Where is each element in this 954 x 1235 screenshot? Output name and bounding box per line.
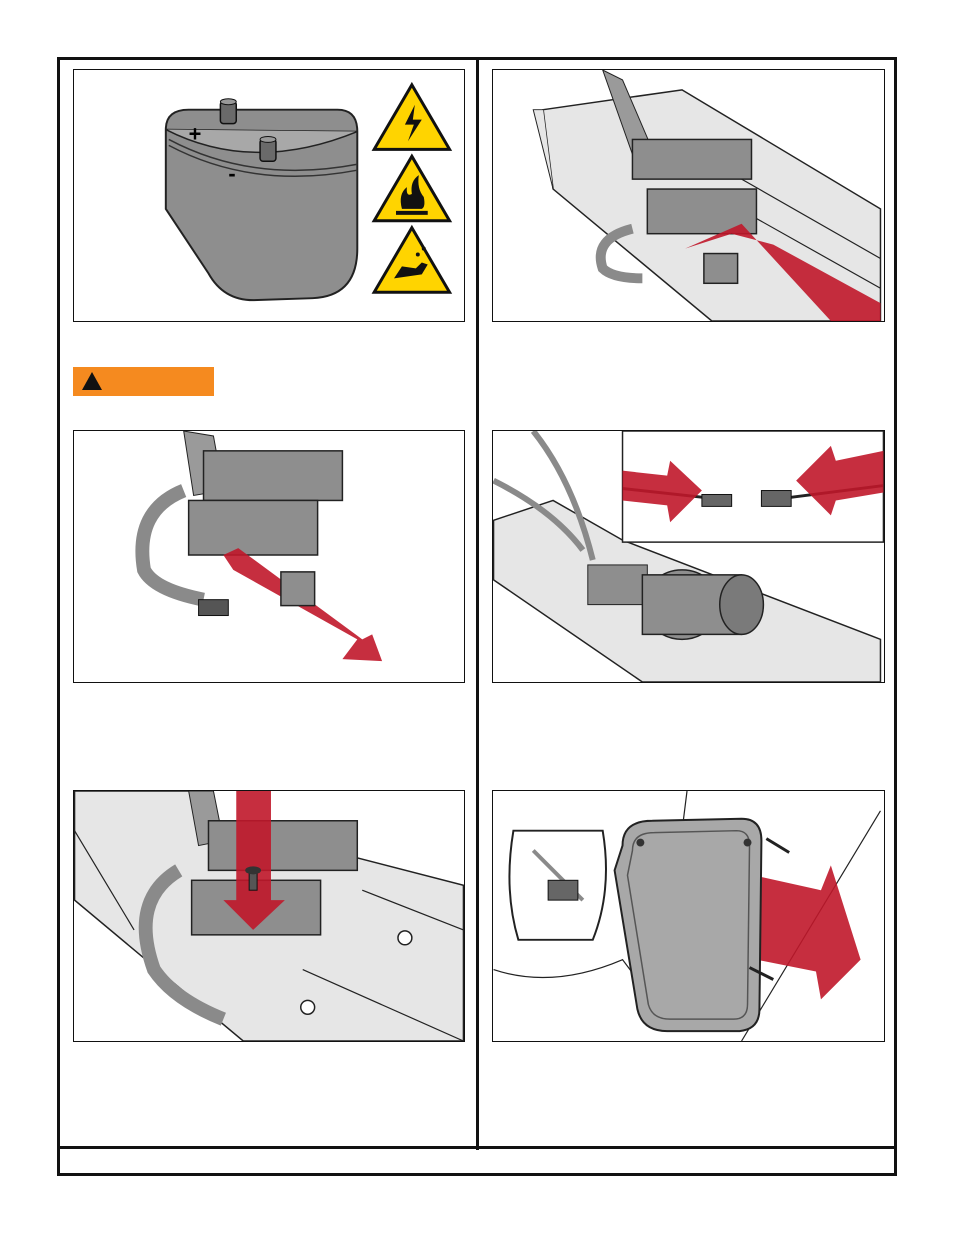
footer-divider bbox=[57, 1146, 897, 1149]
relay-icon bbox=[281, 572, 315, 606]
relay-icon bbox=[704, 254, 738, 284]
electrical-hazard-icon bbox=[374, 85, 449, 149]
battery-icon: + - bbox=[74, 70, 464, 321]
cover-figure bbox=[492, 790, 885, 1042]
screw-figure bbox=[73, 790, 465, 1042]
svg-text:+: + bbox=[189, 121, 202, 146]
battery-figure: + - bbox=[73, 69, 465, 322]
column-divider bbox=[476, 57, 479, 1150]
warning-label bbox=[73, 367, 214, 396]
relay-remove-figure bbox=[73, 430, 465, 683]
warning-triangle-icon bbox=[81, 371, 103, 391]
relay-install-figure bbox=[492, 69, 885, 322]
corrosive-hazard-icon bbox=[374, 228, 449, 292]
svg-text:-: - bbox=[228, 161, 235, 186]
connector-figure bbox=[492, 430, 885, 683]
fire-hazard-icon bbox=[374, 156, 449, 220]
cover-icon bbox=[615, 819, 762, 1031]
